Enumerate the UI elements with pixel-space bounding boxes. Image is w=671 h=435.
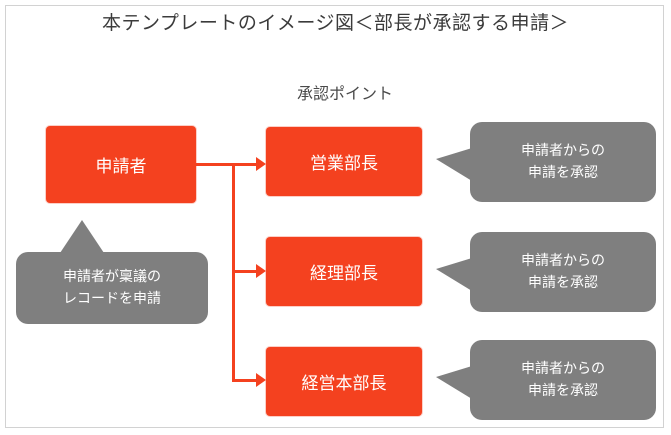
node-approver-accounting-label: 経理部長 (310, 264, 378, 283)
callout-approver-accounting-line1: 申請者からの (521, 252, 605, 269)
callout-tail-icon (436, 148, 472, 181)
callout-approver-accounting: 申請者からの 申請を承認 (436, 232, 656, 312)
arrow-head-icon (256, 264, 266, 278)
callout-approver-executive-line2: 申請を承認 (528, 382, 598, 398)
connector-branch-accounting (232, 270, 258, 273)
callout-approver-accounting-line2: 申請を承認 (528, 274, 598, 290)
callout-tail-icon (436, 366, 472, 399)
approval-point-label: 承認ポイント (296, 86, 393, 103)
callout-applicant: 申請者が稟議の レコードを申請 (16, 220, 208, 324)
callout-applicant-line2: レコードを申請 (63, 290, 161, 306)
callout-approver-executive: 申請者からの 申請を承認 (436, 340, 656, 420)
node-approver-sales-label: 営業部長 (310, 154, 378, 173)
callout-approver-sales: 申請者からの 申請を承認 (436, 122, 656, 202)
callout-approver-sales-line2: 申請を承認 (528, 164, 598, 180)
arrow-head-icon (256, 157, 266, 171)
callout-approver-sales-line1: 申請者からの (521, 142, 605, 159)
node-approver-accounting[interactable]: 経理部長 (266, 237, 422, 306)
node-applicant-label: 申請者 (95, 157, 147, 176)
connector-applicant-main (196, 163, 234, 166)
node-applicant[interactable]: 申請者 (46, 126, 196, 203)
node-approver-executive[interactable]: 経営本部長 (266, 347, 422, 416)
node-approver-executive-label: 経営本部長 (301, 374, 387, 393)
callout-tail-icon (60, 220, 104, 253)
callout-tail-icon (436, 258, 472, 291)
callout-approver-executive-line1: 申請者からの (521, 360, 605, 377)
node-approver-sales[interactable]: 営業部長 (266, 127, 422, 196)
page-title: 本テンプレートのイメージ図＜部長が承認する申請＞ (101, 13, 570, 34)
connector-branch-executive (232, 379, 258, 382)
callout-applicant-line1: 申請者が稟議の (63, 268, 161, 285)
connector-branch-sales (232, 163, 258, 166)
arrow-head-icon (256, 373, 266, 387)
